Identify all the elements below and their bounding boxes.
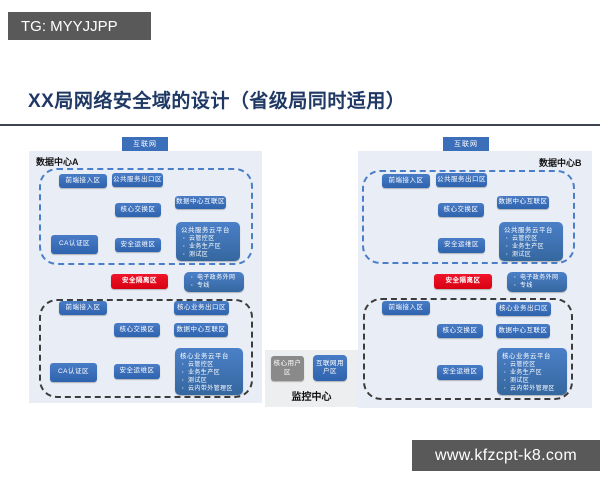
cloud-item: 测试区	[180, 377, 240, 385]
zone-b-top-dc-interconnect: 数据中心互联区	[497, 196, 549, 209]
cloud-item: 测试区	[502, 377, 564, 385]
zone-a-bottom-front-access: 前端接入区	[59, 301, 107, 315]
zone-a-bottom-ca: CA认证区	[50, 363, 97, 382]
zone-a-top-dc-interconnect: 数据中心互联区	[175, 196, 226, 209]
egov-item: 专线	[512, 282, 564, 290]
zone-a-top-public-exit: 公共服务出口区	[112, 173, 163, 187]
dc-b-public-service-region	[362, 170, 575, 264]
zone-a-isolation: 安全隔离区	[111, 274, 168, 289]
cloud-item: 云内带外管理区	[180, 385, 240, 393]
zone-b-bottom-core-exit: 核心业务出口区	[496, 302, 551, 316]
zone-a-bottom-dc-interconnect: 数据中心互联区	[174, 323, 228, 337]
cloud-item: 业务生产区	[180, 369, 240, 377]
zone-a-bottom-core-switch: 核心交换区	[114, 323, 160, 337]
cloud-item: 云管控区	[502, 361, 564, 369]
zone-b-top-public-exit: 公共服务出口区	[436, 173, 487, 187]
zone-a-top-sec-ops: 安全运维区	[115, 238, 161, 252]
dc-b-core-business-region	[363, 298, 573, 400]
cloud-title: 公共服务云平台	[504, 227, 553, 234]
tg-watermark-badge: TG: MYYJJPP	[8, 12, 151, 40]
cloud-title: 公共服务云平台	[181, 227, 230, 234]
cloud-item: 测试区	[504, 251, 560, 259]
cloud-item: 业务生产区	[181, 243, 237, 251]
cloud-item: 云管控区	[181, 235, 237, 243]
zone-mon-core-user: 核心用户区	[271, 356, 304, 381]
zone-mon-internet-user: 互联网用户区	[313, 355, 347, 381]
internet-node-b: 互联网	[443, 137, 489, 151]
zone-b-bottom-sec-ops: 安全运维区	[437, 365, 483, 380]
title-underline	[0, 124, 600, 126]
zone-b-top-public-cloud: 公共服务云平台 云管控区 业务生产区 测试区	[499, 222, 563, 261]
zone-a-bottom-core-cloud: 核心业务云平台 云管控区 业务生产区 测试区 云内带外管理区	[175, 348, 243, 395]
page-title: XX局网络安全域的设计（省级局同时适用）	[28, 91, 406, 112]
site-watermark-badge: www.kfzcpt-k8.com	[412, 440, 600, 471]
cloud-item: 云管控区	[180, 361, 240, 369]
cloud-item: 云内带外管理区	[502, 385, 564, 393]
monitor-center-label: 监控中心	[291, 392, 332, 403]
dc-a-public-service-region	[39, 168, 253, 265]
dc-a-core-business-region	[39, 299, 253, 398]
cloud-item: 业务生产区	[502, 369, 564, 377]
zone-a-egov: 电子政务外网 专线	[184, 272, 244, 292]
zone-b-bottom-front-access: 前端接入区	[382, 301, 430, 315]
data-center-a-label: 数据中心A	[36, 157, 79, 167]
zone-b-top-front-access: 前端接入区	[382, 174, 430, 188]
cloud-title: 核心业务云平台	[502, 353, 551, 360]
zone-b-bottom-core-cloud: 核心业务云平台 云管控区 业务生产区 测试区 云内带外管理区	[497, 348, 567, 395]
zone-b-bottom-core-switch: 核心交换区	[437, 324, 483, 338]
internet-node-a: 互联网	[122, 137, 168, 151]
egov-item: 电子政务外网	[512, 274, 564, 282]
zone-a-top-ca: CA认证区	[51, 235, 98, 254]
egov-item: 专线	[189, 282, 241, 290]
cloud-item: 云管控区	[504, 235, 560, 243]
zone-a-bottom-sec-ops: 安全运维区	[114, 364, 160, 379]
cloud-title: 核心业务云平台	[180, 353, 229, 360]
zone-b-top-core-switch: 核心交换区	[438, 203, 484, 217]
cloud-item: 业务生产区	[504, 243, 560, 251]
zone-b-isolation: 安全隔离区	[434, 274, 492, 289]
zone-a-top-core-switch: 核心交换区	[115, 203, 161, 217]
egov-item: 电子政务外网	[189, 274, 241, 282]
zone-b-egov: 电子政务外网 专线	[507, 272, 567, 292]
zone-a-bottom-core-exit: 核心业务出口区	[174, 301, 229, 315]
zone-a-top-public-cloud: 公共服务云平台 云管控区 业务生产区 测试区	[176, 222, 240, 261]
data-center-b-label: 数据中心B	[539, 158, 582, 168]
cloud-item: 测试区	[181, 251, 237, 259]
zone-b-top-sec-ops: 安全运维区	[438, 238, 485, 253]
zone-a-top-front-access: 前端接入区	[59, 174, 107, 188]
zone-b-bottom-dc-interconnect: 数据中心互联区	[496, 324, 550, 338]
